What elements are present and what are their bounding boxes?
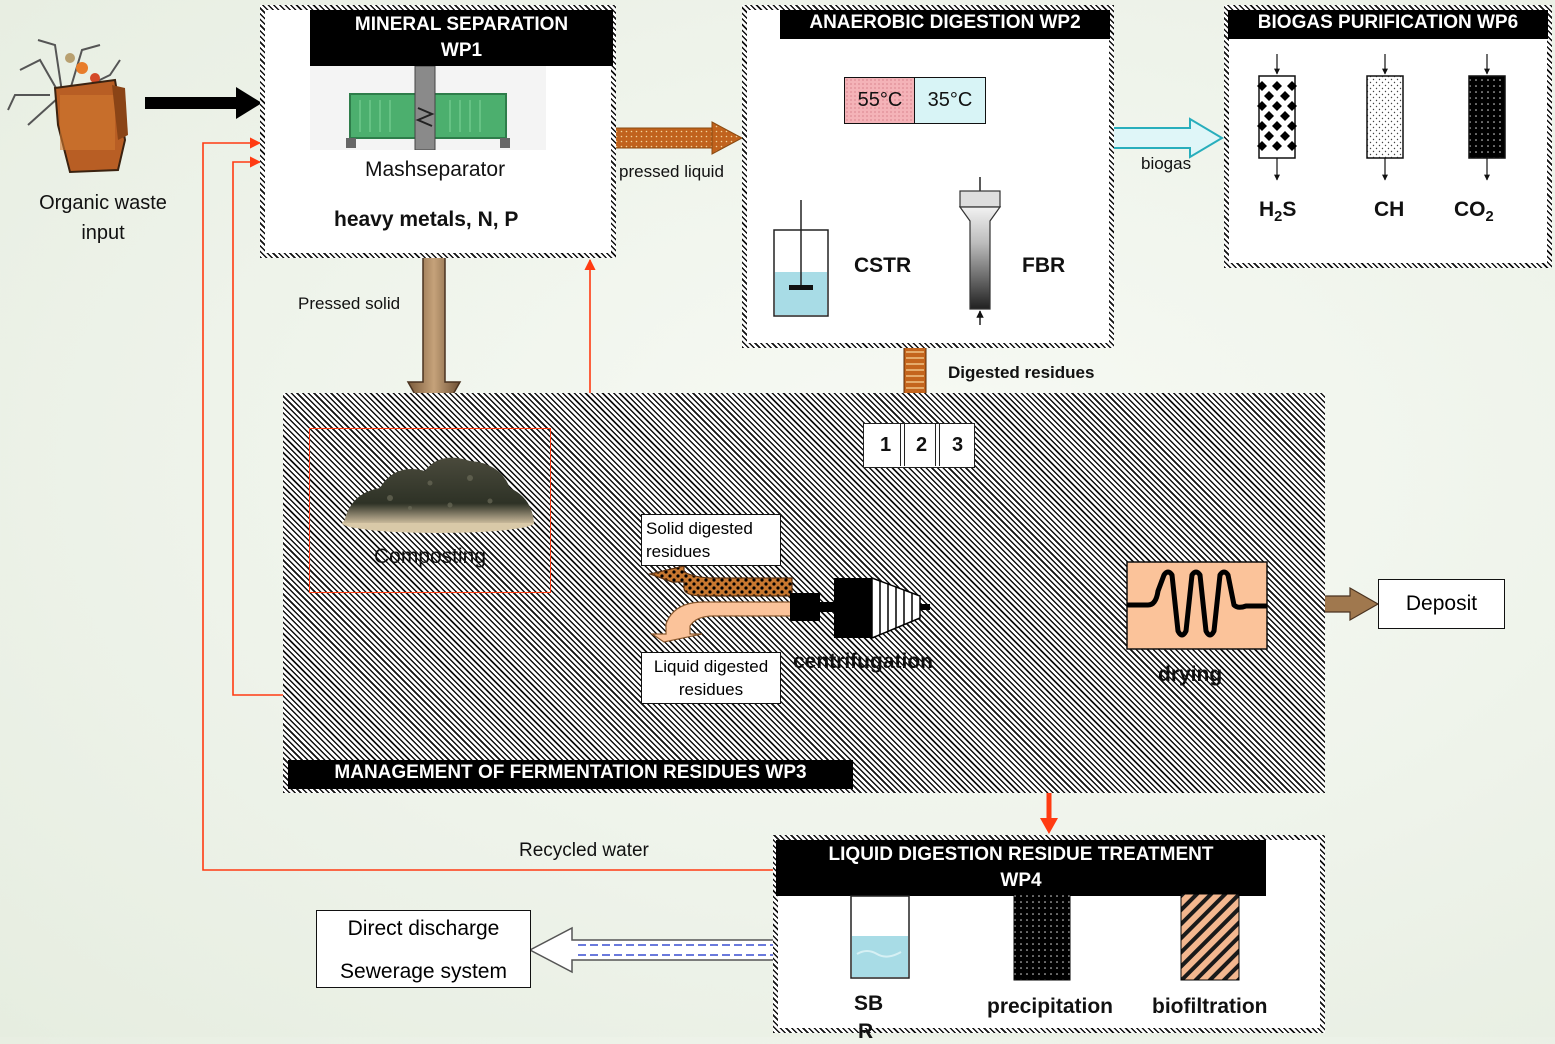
separation-targets-label: heavy metals, N, P bbox=[334, 208, 519, 231]
option-1: 1 bbox=[880, 434, 892, 456]
temperature-thermophilic: 55°C bbox=[857, 89, 903, 111]
wp3-title: MANAGEMENT OF FERMENTATION RESIDUES WP3 bbox=[288, 760, 853, 789]
sbr-label-line1: SB bbox=[854, 992, 884, 1015]
centrifugation-label: centrifugation bbox=[793, 650, 933, 673]
pressed-liquid-label: pressed liquid bbox=[619, 162, 724, 181]
mashseparator-machine-icon bbox=[310, 66, 546, 150]
option-3: 3 bbox=[952, 434, 964, 456]
fbr-reactor-icon bbox=[958, 177, 1002, 325]
wp4-title: LIQUID DIGESTION RESIDUE TREATMENT WP4 bbox=[776, 840, 1266, 896]
sbr-tank-icon bbox=[850, 895, 910, 979]
compost-pile-icon bbox=[342, 457, 534, 533]
solid-residues-line1: Solid digested bbox=[646, 519, 753, 538]
wp1-title-line1: MINERAL SEPARATION bbox=[354, 14, 569, 35]
wp1-title: MINERAL SEPARATION WP1 bbox=[310, 10, 613, 66]
composting-label: Composting bbox=[373, 545, 487, 568]
input-label-line1: Organic waste bbox=[39, 192, 167, 214]
fbr-label: FBR bbox=[1022, 254, 1066, 277]
recycled-water-label: Recycled water bbox=[519, 840, 649, 861]
direct-discharge-label: Direct discharge bbox=[347, 917, 500, 940]
drying-label: drying bbox=[1158, 663, 1223, 686]
pressed-solid-label: Pressed solid bbox=[298, 294, 401, 313]
biofiltration-column-icon bbox=[1180, 894, 1240, 981]
centrifuge-icon bbox=[647, 566, 930, 643]
solid-digested-residues-box: Solid digested residues bbox=[641, 514, 781, 566]
ch-label: CH bbox=[1374, 198, 1405, 221]
liquid-residues-line2: residues bbox=[678, 680, 744, 699]
dryer-icon bbox=[1126, 561, 1268, 650]
precipitation-label: precipitation bbox=[987, 995, 1114, 1018]
input-label-line2: input bbox=[81, 222, 125, 244]
h2s-column-icon bbox=[1257, 54, 1297, 181]
input-arrow bbox=[145, 87, 262, 119]
wp4-title-line1: LIQUID DIGESTION RESIDUE TREATMENT bbox=[828, 844, 1214, 865]
biogas-arrow bbox=[1111, 117, 1224, 159]
treatment-options-selector: 1 2 3 bbox=[863, 423, 975, 468]
precipitation-column-icon bbox=[1013, 894, 1071, 981]
temperature-cold-cell: 35°C bbox=[914, 77, 986, 124]
discharge-arrow bbox=[528, 926, 777, 974]
co2-column-icon bbox=[1468, 54, 1506, 181]
liquid-digested-residues-box: Liquid digested residues bbox=[641, 652, 781, 704]
temperature-mesophilic: 35°C bbox=[927, 89, 973, 111]
sewerage-system-label: Sewerage system bbox=[340, 960, 507, 983]
h2s-label: H2S bbox=[1259, 198, 1297, 226]
deposit-label: Deposit bbox=[1405, 592, 1478, 615]
co2-label: CO2 bbox=[1454, 198, 1494, 226]
pressed-liquid-arrow bbox=[613, 121, 744, 155]
cstr-reactor-icon bbox=[773, 200, 829, 317]
sbr-label-line2: R bbox=[858, 1020, 874, 1043]
ch4-column-icon bbox=[1366, 54, 1404, 181]
recycled-water-line bbox=[202, 137, 778, 871]
temperature-hot-cell: 55°C bbox=[844, 77, 916, 124]
mashseparator-label: Mashseparator bbox=[365, 158, 506, 181]
option-2: 2 bbox=[916, 434, 928, 456]
biogas-label: biogas bbox=[1141, 154, 1192, 173]
composting-box: Composting bbox=[309, 428, 551, 593]
discharge-box: Direct discharge Sewerage system bbox=[316, 910, 531, 988]
deposit-box: Deposit bbox=[1378, 579, 1505, 629]
liquid-residues-line1: Liquid digested bbox=[653, 657, 769, 676]
wp2-title: ANAEROBIC DIGESTION WP2 bbox=[780, 10, 1110, 39]
solid-residues-line2: residues bbox=[646, 542, 711, 561]
biofiltration-label: biofiltration bbox=[1152, 995, 1268, 1018]
digested-residues-label: Digested residues bbox=[948, 363, 1095, 382]
cstr-label: CSTR bbox=[854, 254, 912, 277]
organic-waste-bin-icon bbox=[7, 39, 128, 174]
wp6-title: BIOGAS PURIFICATION WP6 bbox=[1228, 10, 1548, 39]
wp1-title-line2: WP1 bbox=[440, 40, 483, 61]
wp4-title-line2: WP4 bbox=[1000, 870, 1042, 891]
